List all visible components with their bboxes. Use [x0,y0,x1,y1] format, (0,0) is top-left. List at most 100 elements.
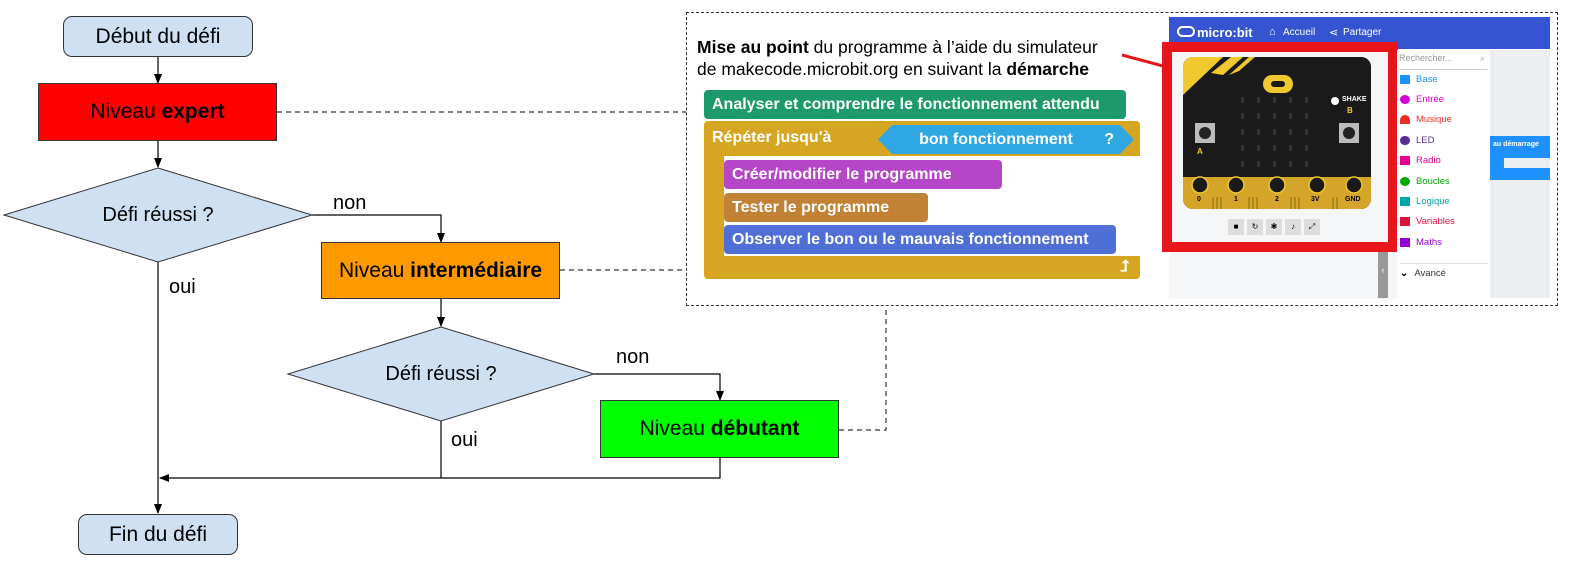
category-boucles[interactable]: Boucles [1400,176,1450,187]
category-label: Radio [1416,155,1441,166]
category-led[interactable]: LED [1400,135,1434,146]
category-label: Variables [1416,216,1455,227]
loop-icon [1400,177,1410,186]
condition-label: bon fonctionnement [919,130,1073,148]
intermediate-prefix: Niveau [338,258,411,282]
decision1-shape [2,167,314,263]
microbit-board[interactable]: SHAKE A B 0 1 2 3V GND [1183,57,1371,209]
category-maths[interactable]: Maths [1400,237,1442,248]
category-logique[interactable]: Logique [1400,196,1450,207]
sound-icon[interactable]: ♪ [1285,219,1301,235]
microbit-logo[interactable]: micro:bit [1197,25,1253,40]
expert-bold: expert [161,100,225,123]
toggle-icon [1400,136,1410,145]
intermediate-bold: intermédiaire [410,258,543,282]
button-b-label: B [1347,106,1353,115]
home-link[interactable]: Accueil [1283,27,1316,38]
share-link[interactable]: Partager [1343,27,1382,38]
search-input[interactable]: Rechercher... ⌕ [1399,53,1487,70]
simulator-highlight-frame [1162,42,1398,252]
loop-left-rail [704,156,724,266]
intro-bold-2: démarche [1006,59,1090,79]
decision1-label: Défi réussi ? [102,204,214,226]
simulator-controls: ■ ↻ ✱ ♪ ⤢ [1228,219,1328,235]
category-variables[interactable]: Variables [1400,216,1455,227]
on-start-label: au démarrage [1493,141,1539,148]
intermediate-node: Niveau intermédiaire [321,242,560,299]
category-label: Base [1416,74,1438,85]
arrow-decision2-beginner [594,373,724,401]
button-a-label: A [1197,147,1203,156]
expert-prefix: Niveau [90,100,162,123]
debug-icon[interactable]: ✱ [1266,219,1282,235]
category-label: Logique [1416,196,1450,207]
shake-label: SHAKE [1342,96,1367,103]
category-label: Maths [1416,237,1442,248]
search-icon: ⌕ [1479,53,1485,63]
intro-text-2: de makecode.microbit.org en suivant la [697,59,1007,79]
pin-3v-label: 3V [1311,196,1320,203]
pin-2-label: 2 [1275,196,1279,203]
pin-1-label: 1 [1234,196,1238,203]
input-icon [1400,95,1410,104]
decision2-label: Défi réussi ? [385,363,497,385]
beginner-bold: débutant [710,417,800,440]
category-label: Entrée [1416,94,1444,105]
category-avance[interactable]: ⌄ Avancé [1400,263,1488,279]
beginner-prefix: Niveau [639,417,711,440]
block-repeat-label: Répéter jusqu'à [712,129,832,146]
board-graphic [1183,57,1371,209]
decision2-shape [286,326,596,422]
category-label: LED [1416,135,1435,146]
arrow-decision1-intermediate [312,214,445,243]
pin-gnd-label: GND [1345,196,1361,203]
block-create: Créer/modifier le programme [724,160,1002,189]
expert-node: Niveau expert [38,83,277,141]
beginner-node: Niveau débutant [600,400,839,458]
signal-icon [1400,156,1410,165]
decision1-yes-label: oui [169,276,196,298]
intro-bold-1: Mise au point [697,37,809,57]
start-label: Début du défi [95,24,221,48]
share-icon[interactable]: ⋖ [1329,27,1339,39]
decision2-yes-label: oui [451,429,478,451]
sidebar-collapse-handle[interactable]: ‹ [1378,252,1388,298]
home-icon[interactable]: ⌂ [1269,26,1276,38]
category-entree[interactable]: Entrée [1400,94,1444,105]
block-observe: Observer le bon ou le mauvais fonctionne… [724,225,1116,254]
block-analyse: Analyser et comprendre le fonctionnement… [704,90,1126,119]
shuffle-icon [1400,197,1410,206]
block-test: Tester le programme [724,193,928,222]
chevron-down-icon: ⌄ [1400,268,1409,279]
arrow-beginner-merge [159,458,721,482]
pin-0-label: 0 [1197,196,1201,203]
category-musique[interactable]: Musique [1400,114,1452,125]
end-label: Fin du défi [108,522,208,546]
workspace: au démarrage [1490,50,1550,298]
fullscreen-icon[interactable]: ⤢ [1304,219,1320,235]
category-label: Avancé [1414,268,1446,279]
category-base[interactable]: Base [1400,74,1438,85]
category-radio[interactable]: Radio [1400,155,1441,166]
category-label: Boucles [1416,176,1450,187]
block-condition: bon fonctionnement ? [878,125,1134,154]
toolbox: Rechercher... ⌕ Base Entrée Musique LED … [1397,50,1490,298]
grid-icon [1400,75,1410,84]
decision1-no-label: non [333,192,367,214]
category-label: Musique [1416,114,1452,125]
end-node: Fin du défi [78,514,238,555]
headphones-icon [1400,115,1410,124]
dashed-link-beginner [839,306,887,431]
on-start-slot [1504,158,1550,168]
lines-icon [1400,217,1410,226]
loop-return-icon: ⮥ [1120,258,1130,275]
start-node: Début du défi [63,16,253,57]
procedure-intro: Mise au point du programme à l’aide du s… [697,36,1137,80]
restart-icon[interactable]: ↻ [1247,219,1263,235]
condition-mark: ? [1104,130,1114,148]
stop-icon[interactable]: ■ [1228,219,1244,235]
logo-badge [1177,26,1195,37]
decision2-no-label: non [616,346,650,368]
intro-text-1: du programme à l’aide du simulateur [808,37,1098,57]
